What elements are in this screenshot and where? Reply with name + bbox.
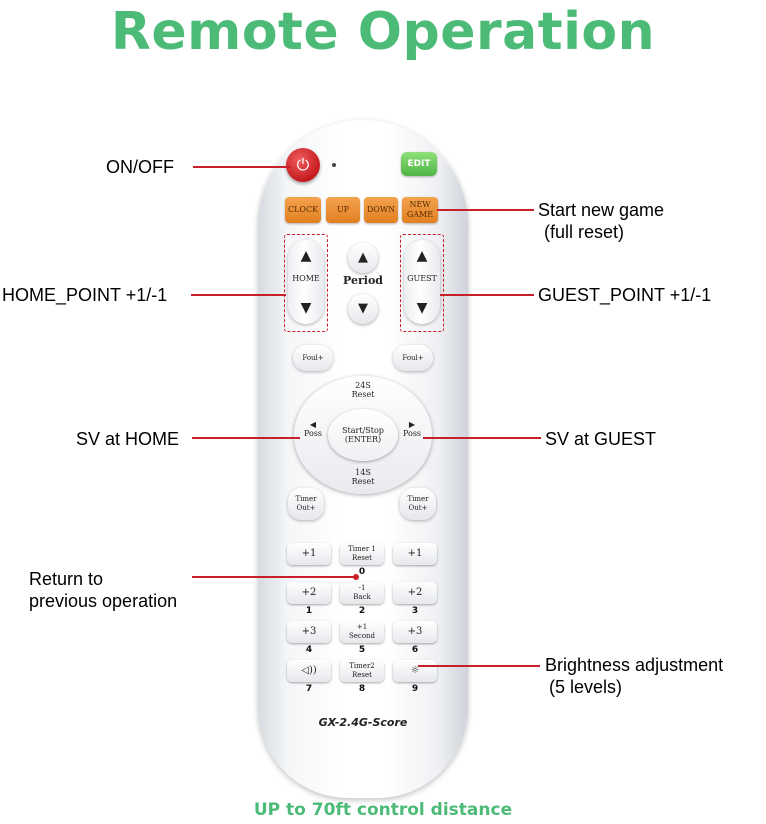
key-number: 6 [411,645,419,655]
label-sv-guest: SV at GUEST [545,429,657,449]
key-number: 0 [358,567,366,577]
power-button[interactable]: ⏻ [286,148,320,182]
pointer-line [192,437,300,439]
home-highlight-box [284,234,328,332]
key-number: 3 [411,606,419,616]
pointer-dot [353,574,359,580]
foul-right-button[interactable]: Foul+ [393,345,433,371]
label-home-point: HOME_POINT +1/-1 [2,285,168,305]
label-brightness: Brightness adjustment [545,655,724,675]
speaker-icon: ◁)) [301,665,317,676]
label-previous-operation: previous operation [29,591,178,611]
label-start-new-game: Start new game [538,200,665,220]
pointer-line [193,166,291,168]
home-point-pill: ▲ HOME ▼ [288,240,324,324]
guest-plus2-button[interactable]: +2 [393,582,437,604]
period-up-button[interactable]: ▲ [348,243,378,273]
pointer-line [418,665,540,667]
right-arrow-icon: ▶ [408,420,416,429]
up-button[interactable]: UP [326,197,360,223]
key-number: 5 [358,645,366,655]
new-game-button[interactable]: NEW GAME [402,197,438,223]
brightness-button[interactable]: ☼ [393,660,437,682]
guest-up-button[interactable]: ▲ [416,248,428,264]
label-sv-home: SV at HOME [76,429,180,449]
home-plus1-button[interactable]: +1 [287,543,331,565]
guest-label: GUEST [407,274,437,283]
label-return-to: Return to [29,569,104,589]
clock-button[interactable]: CLOCK [285,197,321,223]
key-number: 4 [305,645,313,655]
guest-plus3-button[interactable]: +3 [393,621,437,643]
status-led [332,163,336,167]
page-title: Remote Operation [110,2,656,62]
pointer-line [191,294,286,296]
key-number: 1 [305,606,313,616]
edit-button[interactable]: EDIT [401,152,437,176]
period-label: Period [343,274,383,287]
key-number: 2 [358,606,366,616]
home-down-button[interactable]: ▼ [300,300,312,316]
pointer-line [192,576,356,578]
sun-icon: ☼ [410,665,420,676]
label-full-reset: (full reset) [544,222,625,242]
label-five-levels: (5 levels) [549,677,623,697]
poss-right-label: ▶Poss [399,420,425,438]
home-up-button[interactable]: ▲ [300,248,312,264]
sound-button[interactable]: ◁)) [287,660,331,682]
down-button[interactable]: DOWN [364,197,398,223]
foul-left-button[interactable]: Foul+ [293,345,333,371]
label-guest-point: GUEST_POINT +1/-1 [538,285,712,305]
home-plus3-button[interactable]: +3 [287,621,331,643]
poss-left-label: ◀Poss [300,420,326,438]
key-number: 9 [411,684,419,694]
label-on-off: ON/OFF [106,157,174,177]
pointer-line [440,294,534,296]
start-stop-button[interactable]: Start/Stop(ENTER) [328,409,398,461]
home-label: HOME [292,274,320,283]
footer-caption: UP to 70ft control distance [253,800,513,820]
model-name: GX-2.4G-Score [318,716,408,729]
power-icon: ⏻ [296,155,310,174]
home-plus2-button[interactable]: +2 [287,582,331,604]
pointer-line [423,437,541,439]
period-down-button[interactable]: ▼ [348,294,378,324]
left-arrow-icon: ◀ [309,420,317,429]
guest-down-button[interactable]: ▼ [416,300,428,316]
pointer-line [437,209,534,211]
key-number: 8 [358,684,366,694]
guest-point-pill: ▲ GUEST ▼ [404,240,440,324]
guest-plus1-button[interactable]: +1 [393,543,437,565]
guest-highlight-box [400,234,444,332]
key-number: 7 [305,684,313,694]
